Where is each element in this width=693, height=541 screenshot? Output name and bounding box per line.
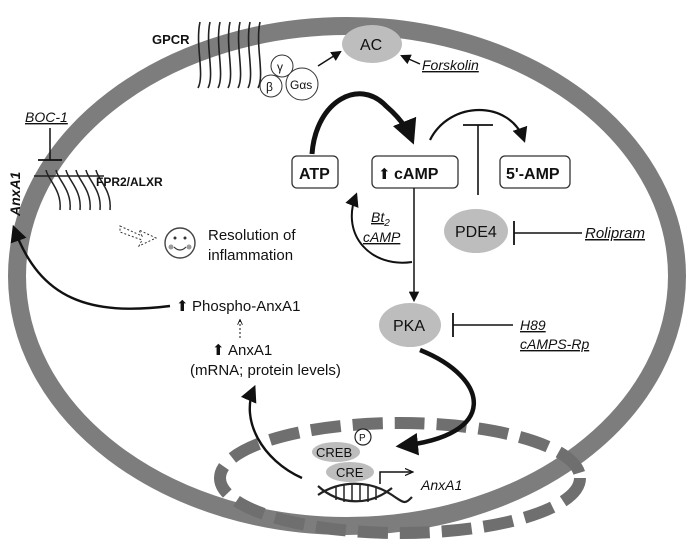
5amp-label: 5'-AMP — [506, 166, 560, 183]
receptor-to-resolution-arrow — [119, 225, 158, 248]
rolipram-label: Rolipram — [585, 225, 645, 242]
camp-to-5amp-arc — [429, 109, 528, 143]
g-beta-subunit — [259, 74, 283, 98]
camp-up-arrow: ⬆ — [378, 166, 391, 183]
creb-label: CREB — [316, 445, 352, 460]
g-alpha-s-subunit — [285, 67, 319, 101]
bt2-subscript: 2 — [383, 218, 390, 229]
5amp-box — [499, 155, 571, 189]
atp-box — [291, 155, 339, 189]
bt2camp-arrow — [345, 192, 413, 264]
resolution-line1: Resolution of — [208, 227, 296, 244]
camp-box — [371, 155, 459, 189]
boc1-label: BOC-1 — [25, 109, 68, 125]
atp-to-camp-arc — [309, 91, 417, 155]
anxa1-up-arrow: ⬆ — [212, 342, 225, 359]
ac-label: AC — [360, 37, 382, 54]
g-alpha-s-label: Gαs — [290, 78, 312, 92]
pde4-label: PDE4 — [455, 224, 497, 241]
anxa1-levels-label: AnxA1 — [228, 342, 272, 359]
adenylyl-cyclase-node — [342, 25, 402, 63]
resolution-line2: inflammation — [208, 247, 293, 264]
nucleus-envelope — [214, 417, 586, 539]
forskolin-to-ac-arrow — [400, 54, 421, 65]
atp-label: ATP — [299, 166, 330, 183]
phospho-to-anxa1-arrow — [10, 224, 171, 310]
gene-to-levels-arrow — [240, 384, 303, 480]
galpha-to-ac-arrow — [317, 50, 342, 67]
pde4-node — [444, 209, 508, 253]
cre-label: CRE — [336, 465, 364, 480]
gpcr-receptor — [197, 21, 262, 89]
fpr2-alxr-receptor — [34, 169, 111, 211]
gpcr-label: GPCR — [152, 32, 190, 47]
camps-rp-label: cAMPS-Rp — [520, 336, 589, 352]
forskolin-label: Forskolin — [422, 57, 479, 73]
bt2-label: Bt2 — [371, 209, 390, 229]
cre-node — [326, 462, 374, 482]
camp-label: cAMP — [394, 166, 439, 183]
fpr2-alxr-label: FPR2/ALXR — [96, 175, 163, 189]
dna-helix-icon — [317, 482, 413, 504]
pka-label: PKA — [393, 318, 425, 335]
phospho-group-icon — [354, 428, 372, 446]
phospho-anxa1-up-arrow: ⬆ — [176, 298, 189, 315]
bt2-camp-label: cAMP — [363, 229, 401, 245]
transcription-start-arrow — [379, 472, 412, 484]
anxa1-levels-sub: (mRNA; protein levels) — [190, 362, 341, 379]
h89-label: H89 — [520, 317, 546, 333]
g-beta-label: β — [266, 80, 273, 94]
anxa1-externalized-label: AnxA1 — [7, 171, 23, 217]
bt2-main: Bt — [371, 209, 385, 225]
g-gamma-subunit — [270, 54, 294, 78]
phospho-anxa1-label: Phospho-AnxA1 — [192, 298, 300, 315]
pka-to-creb-arrow — [395, 347, 476, 456]
pka-node — [379, 303, 441, 347]
g-gamma-label: γ — [277, 60, 283, 74]
creb-node — [312, 442, 360, 462]
smiley-face-icon — [164, 227, 196, 259]
cell-membrane — [8, 17, 686, 535]
anxa1-gene-label: AnxA1 — [420, 477, 462, 493]
phospho-group-label: P — [359, 433, 366, 444]
